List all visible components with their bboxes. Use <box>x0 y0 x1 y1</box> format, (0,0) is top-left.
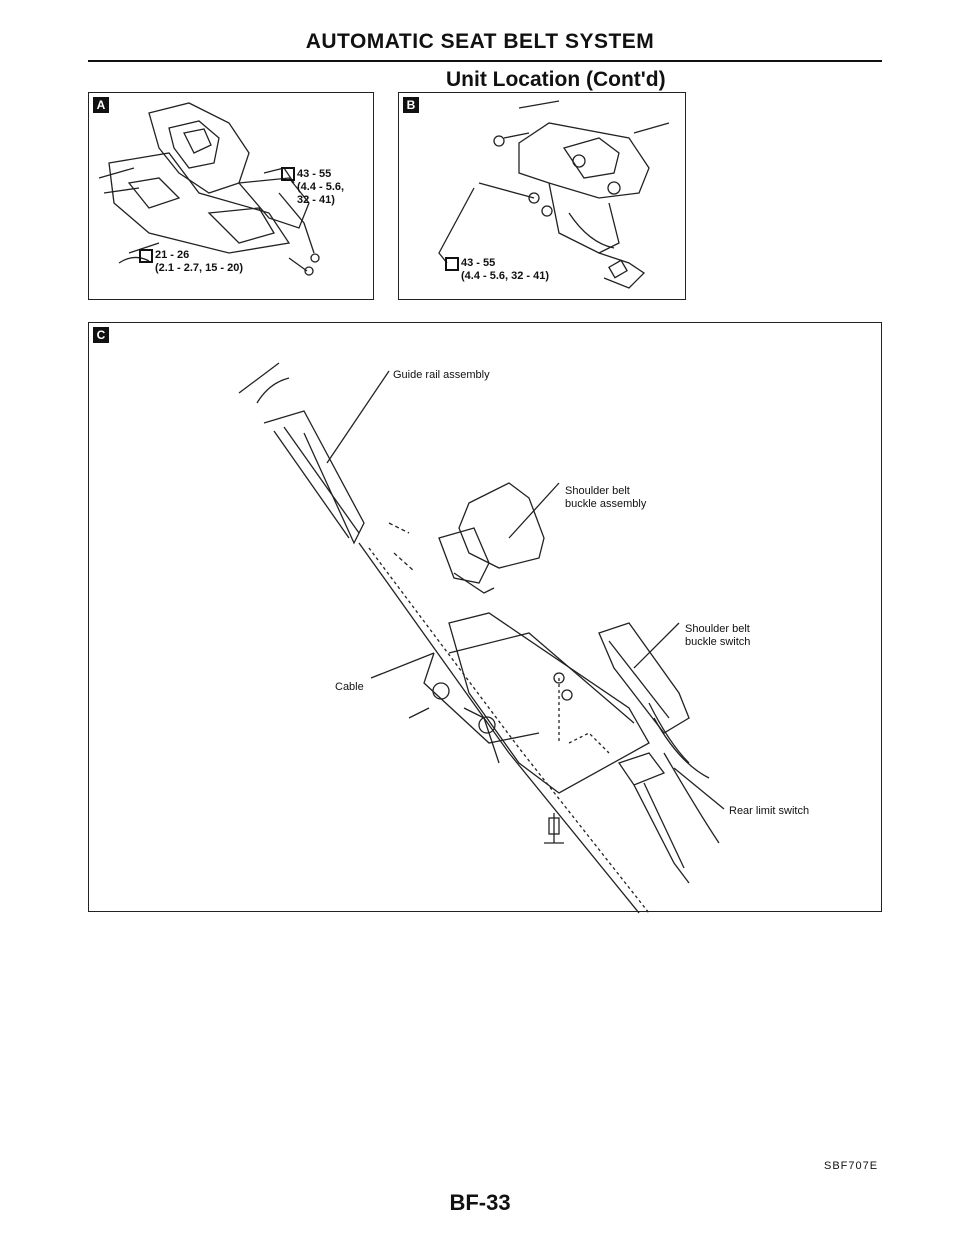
panel-c-label: C <box>93 327 109 343</box>
callout-rear-limit-switch: Rear limit switch <box>729 805 810 817</box>
callout-shoulder-belt-buckle-assembly: Shoulder belt buckle assembly <box>565 485 647 510</box>
page-number: BF-33 <box>449 1190 511 1215</box>
torque-icon <box>281 167 295 181</box>
buckle-bracket-illustration <box>438 100 670 289</box>
torque-icon <box>139 249 153 263</box>
torque-spec-upper: 43 - 55 (4.4 - 5.6, 32 - 41) <box>297 168 345 206</box>
header-rule <box>88 60 882 62</box>
callout-guide-rail-assembly: Guide rail assembly <box>393 369 490 381</box>
callout-cable: Cable <box>335 681 364 693</box>
guide-rail-assembly-illustration <box>238 362 725 914</box>
panel-a-label: A <box>93 97 109 113</box>
section-subtitle: Unit Location (Cont'd) <box>446 68 666 91</box>
panel-b-label: B <box>403 97 419 113</box>
panel-c: C <box>88 322 882 914</box>
seat-mechanism-illustration <box>98 102 320 276</box>
panel-a: A 43 - 55 (4.4 - 5.6, 32 - 41) 21 - 26 <box>88 92 374 300</box>
torque-spec-lower: 21 - 26 (2.1 - 2.7, 15 - 20) <box>155 249 244 274</box>
torque-icon <box>445 257 459 271</box>
callout-shoulder-belt-buckle-switch: Shoulder belt buckle switch <box>685 623 751 648</box>
figure-code: SBF707E <box>824 1160 879 1172</box>
page-title: AUTOMATIC SEAT BELT SYSTEM <box>305 30 655 53</box>
panel-b: B 43 - 55 (4.4 - 5.6, 32 - 41) <box>398 92 686 300</box>
torque-spec: 43 - 55 (4.4 - 5.6, 32 - 41) <box>461 257 550 282</box>
